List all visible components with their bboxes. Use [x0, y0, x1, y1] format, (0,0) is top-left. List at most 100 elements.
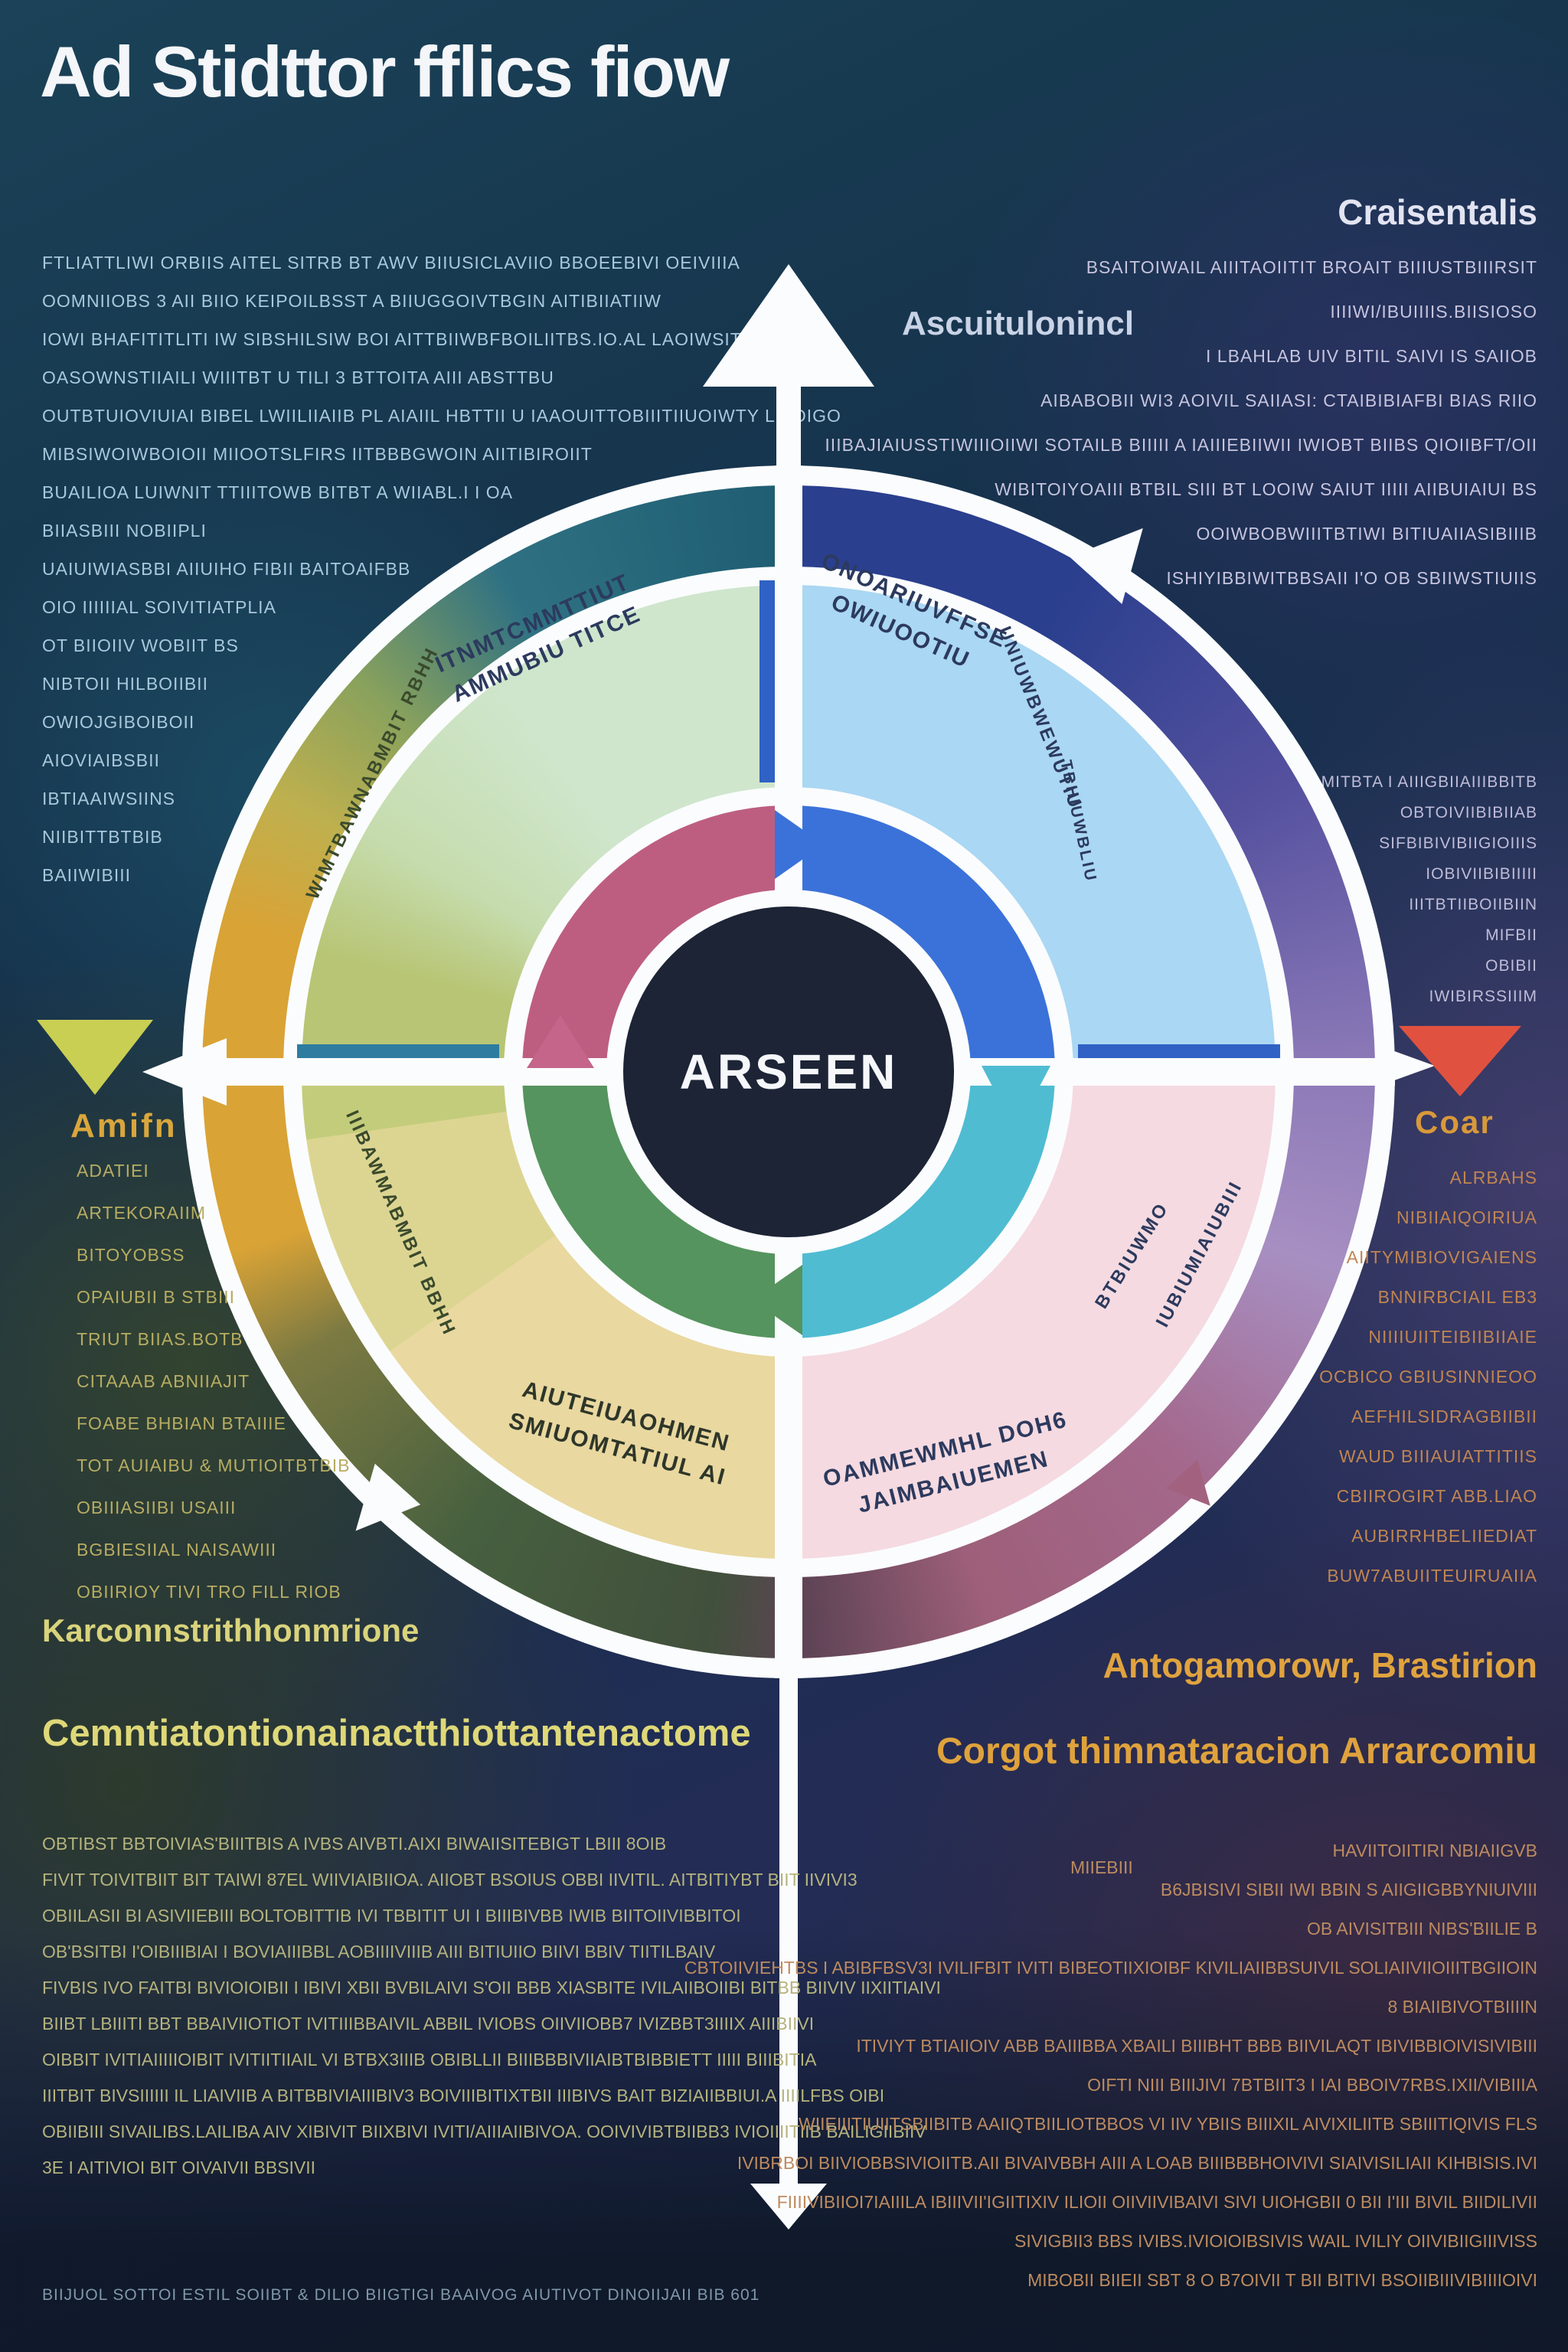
- text-line: MIFBII: [1485, 926, 1537, 944]
- text-line: 3E I AITIVIOI BIT OIVAIVII BBSIVII: [42, 2158, 316, 2177]
- left-arrow-icon: [142, 1038, 227, 1106]
- bottom-right-heading-1: Antogamorowr, Brastirion: [1102, 1645, 1537, 1685]
- text-line: MIBSIWOIWBOIOII MIIOOTSLFIRS IITBBBGWOIN…: [42, 444, 593, 464]
- text-line: OCBICO GBIUSINNIEOO: [1319, 1367, 1537, 1387]
- text-line: OB'BSITBI I'OIBIIIBIAI I BOVIAIIIBBL AOB…: [42, 1942, 716, 1962]
- text-line: IOBIVIIBIBIIIII: [1426, 865, 1537, 883]
- text-line: ALRBAHS: [1449, 1168, 1537, 1187]
- text-line: BUAILIOA LUIWNIT TTIIITOWB BITBT A WIIAB…: [42, 482, 514, 502]
- down-arrow-shaft: [779, 1677, 798, 2186]
- text-line: NIBIIAIQOIRIUA: [1396, 1207, 1537, 1227]
- flow-chevron-left-icon: [527, 1015, 594, 1068]
- center-label: ARSEEN: [679, 1044, 898, 1099]
- text-line: SIFBIBIVIBIIGIOIIIS: [1379, 835, 1537, 852]
- text-line: TRIUT BIIAS.BOTB: [77, 1329, 243, 1349]
- text-line: HAVIITOIITIRI NBIAIIGVB: [1332, 1841, 1537, 1860]
- up-arrow-shaft: [776, 381, 801, 611]
- text-line: IVIBRBOI BIIVIOBBSIVIOIITB.AII BIVAIVBBH…: [737, 2153, 1537, 2173]
- text-line: IIIIWI/IBUIIIIS.BIISIOSO: [1330, 302, 1537, 322]
- text-line: I LBAHLAB UIV BITIL SAIVI IS SAIIOB: [1206, 346, 1537, 366]
- text-line: AUBIRRHBELIIEDIAT: [1351, 1526, 1537, 1546]
- text-line: IIITBTIIBOIIBIIN: [1409, 896, 1537, 913]
- left-arrow-shaft: [222, 1063, 521, 1083]
- text-line: BAIIWIBIII: [42, 865, 132, 885]
- top-left-paragraph: FTLIATTLIWI ORBIIS AITEL SITRB BT AWV BI…: [42, 243, 841, 894]
- text-line: BIIASBIII NOBIIPLI: [42, 521, 207, 541]
- text-line: AEFHILSIDRAGBIIBII: [1351, 1406, 1537, 1426]
- bottom-left-heading-2: Cemntiatontionainactthiottantenactome: [42, 1713, 751, 1754]
- bottom-left-heading-1: Karconnstrithhonmrione: [42, 1612, 420, 1648]
- heading-craisentalis: Craisentalis: [1338, 192, 1537, 232]
- text-line: IOWI BHAFITITLITI IW SIBSHILSIW BOI AITT…: [42, 329, 766, 349]
- text-line: IWIBIRSSIIIM: [1429, 988, 1537, 1005]
- teal-accent-bar-left: [297, 1044, 499, 1058]
- up-arrow-icon: [703, 264, 874, 387]
- text-line: OBTOIVIIBIBIIAB: [1400, 804, 1537, 822]
- bottom-left-paragraph: OBTIBST BBTOIVIAS'BIIITBIS A IVBS AIVBTI…: [42, 1826, 941, 2186]
- text-line: OPAIUBII B STBIII: [77, 1287, 236, 1307]
- text-line: OB AIVISITBIII NIBS'BIILIE B: [1307, 1919, 1537, 1939]
- text-line: BITOYOBSS: [77, 1245, 185, 1265]
- text-line: WIBITOIYOAIII BTBIL SIII BT LOOIW SAIUT …: [995, 479, 1537, 499]
- text-line: BGBIESIIAL NAISAWIII: [77, 1540, 277, 1560]
- text-line: TOT AUIAIBU & MUTIOITBTBIB: [77, 1455, 351, 1475]
- text-line: OBIILASII BI ASIVIIEBIII BOLTOBITTIB IVI…: [42, 1906, 741, 1926]
- text-line: BSAITOIWAIL AIIITAOIITIT BROAIT BIIIUSTB…: [1086, 257, 1537, 277]
- text-line: FOABE BHBIAN BTAIIIE: [77, 1413, 286, 1433]
- text-line: OBIBII: [1485, 957, 1537, 975]
- heading-amifn: Amifn: [70, 1107, 178, 1145]
- text-line: BUW7ABUIITEUIRUAIIA: [1327, 1566, 1537, 1586]
- text-line: OOIWBOBWIIITBTIWI BITIUAIIASIBIIIB: [1196, 524, 1537, 544]
- page-title: Ad Stidttor fflics fiow: [40, 31, 730, 112]
- footer-text: BIIJUOL SOTTOI ESTIL SOIIBT & DILIO BIIG…: [42, 2286, 760, 2304]
- text-line: WIIEIIITIUIITSBIIBITB AAIIQTBIILIOTBBOS …: [798, 2114, 1537, 2134]
- text-line: IIIBAJIAIUSSTIWIIIOIIWI SOTAILB BIIIII A…: [825, 435, 1537, 455]
- text-line: FTLIATTLIWI ORBIIS AITEL SITRB BT AWV BI…: [42, 253, 740, 273]
- flow-chevron-right-icon: [982, 1066, 1050, 1132]
- center-circle: ARSEEN: [623, 906, 954, 1237]
- text-line: OBTIBST BBTOIVIAS'BIIITBIS A IVBS AIVBTI…: [42, 1834, 667, 1854]
- text-line: FIVIT TOIVITBIIT BIT TAIWI 87EL WIIVIAIB…: [42, 1870, 858, 1890]
- text-line: ITIVIYT BTIAIIOIV ABB BAIIIBBA XBAILI BI…: [856, 2036, 1537, 2056]
- text-line: OBIIBIII SIVAILIBS.LAILIBA AIV XIBIVIT B…: [42, 2122, 926, 2141]
- bottom-right-paragraph: HAVIITOIITIRI NBIAIIGVB B6JBISIVI SIBII I…: [684, 1831, 1537, 2300]
- flow-chevron-top-icon: [775, 810, 824, 879]
- blue-accent-bar-right: [1078, 1044, 1280, 1058]
- text-line: IBTIAAIWSIINS: [42, 789, 176, 808]
- text-line: OASOWNSTIIAILI WIIITBT U TILI 3 BTTOITA …: [42, 368, 554, 387]
- text-line: UAIUIWIASBBI AIIUIHO FIBII BAITOAIFBB: [42, 559, 411, 579]
- right-arrow-shaft: [1295, 1060, 1384, 1072]
- text-line: OT BIIOIIV WOBIIT BS: [42, 635, 239, 655]
- text-line: OWIOJGIBOIBOII: [42, 712, 195, 732]
- text-line: AIOVIAIBSBII: [42, 750, 160, 770]
- text-line: OBIIIASIIBI USAIII: [77, 1498, 237, 1517]
- text-line: OOMNIIOBS 3 AII BIIO KEIPOILBSST A BIIUG…: [42, 291, 662, 311]
- yellow-triangle-icon: [37, 1020, 153, 1095]
- text-line: OIFTI NIII BIIIJIVI 7BTBIIT3 I IAI BBOIV…: [1087, 2075, 1537, 2095]
- text-line: 8 BIAIIBIVOTBIIIIN: [1387, 1997, 1537, 2017]
- flow-chevron-bottom-icon: [752, 1265, 802, 1335]
- label-ascuitulonincl: Ascuitulonincl: [902, 305, 1135, 342]
- text-line: CBIIROGIRT ABB.LIAO: [1336, 1486, 1537, 1506]
- text-line: NIBTOII HILBOIIBII: [42, 674, 208, 694]
- text-line: CITAAAB ABNIIAJIT: [77, 1371, 250, 1391]
- text-line: ADATIEI: [77, 1161, 149, 1181]
- left-item-list: ADATIEI ARTEKORAIIM BITOYOBSS OPAIUBII B ST…: [77, 1150, 350, 1613]
- text-line: BIIBT LBIIITI BBT BBAIVIIOTIOT IVITIIIBB…: [42, 2014, 815, 2034]
- text-line: NIIIIUIITEIBIIBIIAIE: [1368, 1327, 1537, 1347]
- text-line: FIIIIVIBIIOI7IAIIILA IBIIIVII'IGIITIXIV …: [776, 2192, 1537, 2212]
- text-line: OUTBTUIOVIUIAI BIBEL LWIILIIAIIB PL AIAI…: [42, 406, 841, 426]
- text-line: B6JBISIVI SIBII IWI BBIN S AIIGIIGBBYNIU…: [1160, 1880, 1537, 1900]
- heading-coar: Coar: [1415, 1104, 1494, 1140]
- text-line: FIVBIS IVO FAITBI BIVIOIOIBII I IBIVI XB…: [42, 1978, 941, 1998]
- text-line: ARTEKORAIIM: [77, 1203, 207, 1223]
- text-line: MITBTA I AIIIGBIIAIIIBBITB: [1321, 773, 1537, 791]
- text-line: CBTOIIVIEHTBS I ABIBFBSV3I IVILIFBIT IVI…: [684, 1958, 1537, 1978]
- down-arrow-icon: [750, 2184, 827, 2230]
- top-right-paragraph: BSAITOIWAIL AIIITAOIITIT BROAIT BIIIUSTB…: [825, 245, 1537, 600]
- text-line: IIITBIT BIVSIIIIII IL LIAIVIIB A BITBBIV…: [42, 2086, 885, 2105]
- text-line: BNNIRBCIAIL EB3: [1377, 1287, 1537, 1307]
- text-line: AIITYMIBIOVIGAIENS: [1346, 1247, 1537, 1267]
- right-item-list: ALRBAHS NIBIIAIQOIRIUA AIITYMIBIOVIGAIENS B…: [1319, 1158, 1537, 1596]
- red-triangle-icon: [1399, 1026, 1521, 1096]
